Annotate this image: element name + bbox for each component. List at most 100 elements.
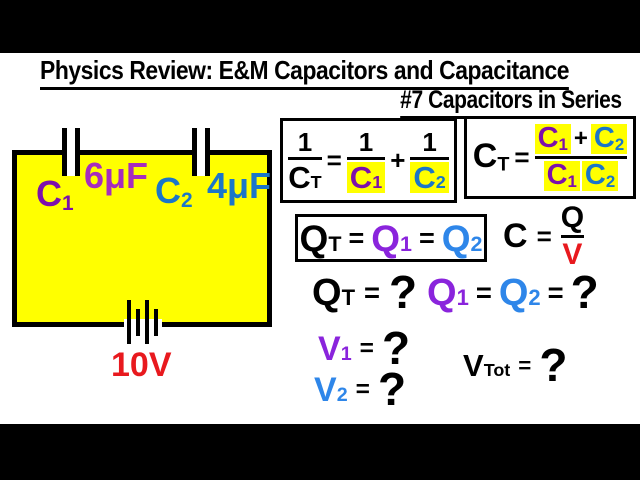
- equals-sign: =: [364, 276, 381, 308]
- numerator-one: 1: [297, 126, 313, 157]
- t-subscript: T: [328, 231, 342, 256]
- equals-sign: =: [536, 221, 552, 251]
- battery-voltage-label: 10V: [111, 346, 172, 384]
- two-subscript: 2: [336, 383, 348, 406]
- q-symbol: Q: [312, 271, 342, 314]
- capacitor-2-value: 4μF: [207, 165, 272, 206]
- q-symbol: Q: [371, 217, 400, 259]
- fraction-bar: [560, 235, 585, 238]
- c1-subscript: 1: [62, 191, 74, 215]
- v-symbol: V: [463, 348, 484, 384]
- letterbox-top: [0, 0, 640, 53]
- fraction-q-over-v: Q V: [560, 201, 585, 270]
- one-subscript: 1: [372, 171, 383, 192]
- numerator-c1-plus-c2: C1+C2: [534, 122, 628, 155]
- q-symbol: Q: [441, 217, 471, 259]
- q-symbol: Q: [560, 201, 585, 234]
- two-subscript: 2: [435, 171, 446, 192]
- question-mark: ?: [377, 363, 407, 415]
- one-subscript: 1: [456, 284, 469, 310]
- question-mark: ?: [381, 322, 411, 374]
- one-subscript: 1: [567, 172, 577, 192]
- v-symbol: V: [314, 370, 337, 409]
- c-symbol: C: [472, 137, 498, 176]
- battery-plate-short-2: [154, 309, 158, 336]
- capacitor-1-value: 6μF: [84, 155, 149, 196]
- one-subscript: 1: [340, 342, 352, 365]
- two-subscript: 2: [528, 284, 541, 310]
- capacitor-1-plate-right: [75, 128, 80, 176]
- letterbox-bottom: [0, 424, 640, 480]
- question-mark: ?: [570, 266, 599, 318]
- capacitor-1-label: C1: [36, 176, 74, 215]
- c2-term: C2: [590, 124, 628, 155]
- battery-plate-long-2: [145, 300, 149, 344]
- ct-symbol: CT: [473, 139, 510, 175]
- q-symbol: Q: [299, 217, 329, 259]
- c1-base: C: [36, 173, 62, 214]
- fraction-bar: [534, 156, 628, 159]
- c1-term: C1: [534, 122, 571, 155]
- q-symbol: Q: [498, 271, 529, 314]
- numerator-one: 1: [358, 126, 374, 157]
- circuit-loop: [12, 150, 272, 327]
- capacitor-2-plate-left: [192, 128, 197, 176]
- numerator-one: 1: [422, 126, 437, 157]
- equals-sign: =: [514, 142, 530, 172]
- c1-term: C1: [543, 159, 580, 192]
- t-subscript: T: [341, 284, 356, 310]
- equals-sign: =: [348, 222, 365, 253]
- capacitor-1-plate-left: [62, 128, 67, 176]
- c-symbol: C: [584, 159, 606, 191]
- equals-sign: =: [547, 276, 564, 308]
- battery-plate-long-1: [127, 300, 131, 344]
- c-symbol: C: [413, 159, 436, 195]
- plus-sign: +: [390, 145, 406, 175]
- page-subtitle: #7 Capacitors in Series: [400, 85, 622, 119]
- one-subscript: 1: [400, 231, 412, 256]
- equals-sign: =: [326, 145, 342, 175]
- two-subscript: 2: [614, 135, 625, 155]
- equals-sign: =: [418, 222, 435, 253]
- c-symbol: C: [546, 159, 568, 191]
- two-subscript: 2: [605, 172, 616, 192]
- two-subscript: 2: [470, 231, 483, 256]
- t-subscript: T: [497, 153, 510, 176]
- capacitor-2-label: C2: [155, 173, 193, 212]
- capacitance-definition: C = Q V: [503, 201, 585, 270]
- equals-sign: =: [518, 352, 532, 378]
- plus-sign: +: [573, 125, 588, 153]
- v-symbol: V: [318, 329, 341, 368]
- c-symbol: C: [537, 122, 559, 155]
- c-symbol: C: [503, 217, 528, 255]
- question-mark: ?: [539, 339, 568, 391]
- battery-plate-short-1: [136, 309, 140, 336]
- c2-term: C2: [581, 159, 619, 192]
- one-subscript: 1: [558, 135, 568, 155]
- capacitor-2-plate-right: [205, 128, 210, 176]
- c2-subscript: 2: [181, 188, 193, 212]
- equals-sign: =: [359, 334, 374, 362]
